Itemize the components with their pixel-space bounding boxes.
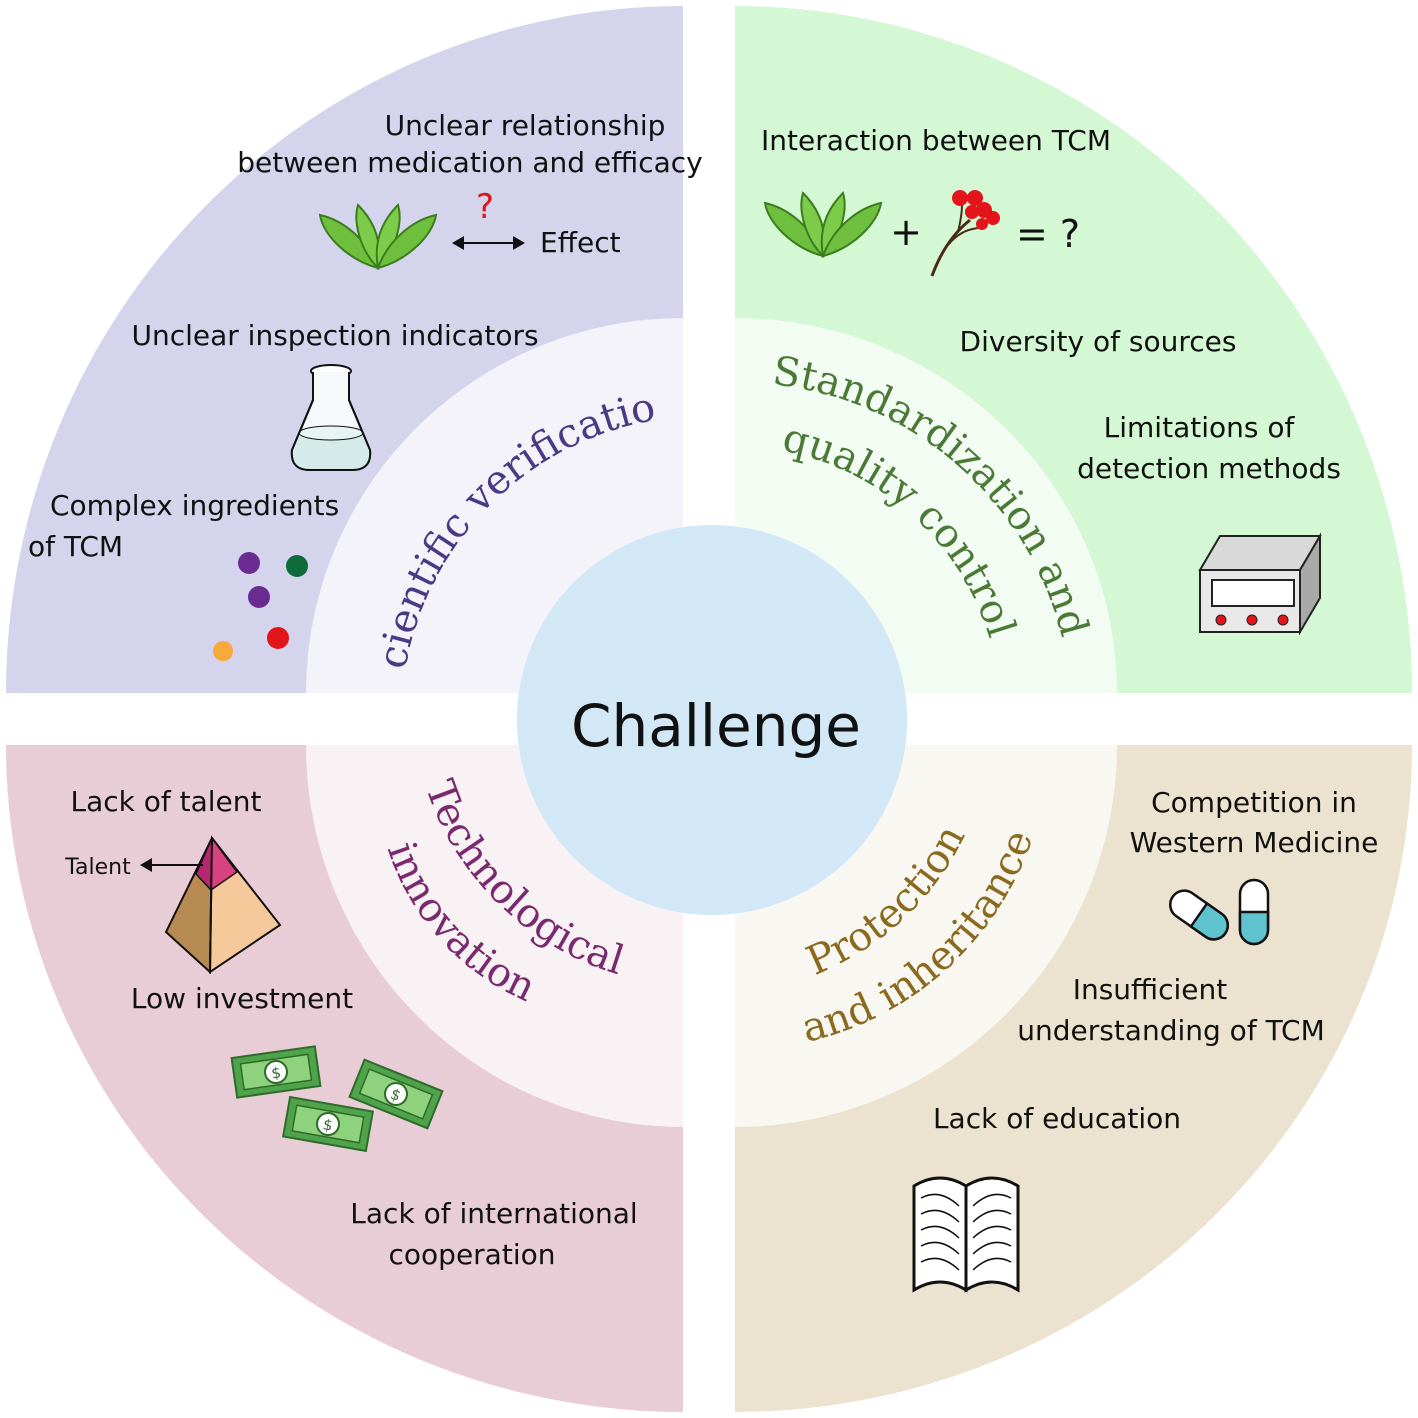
double-arrow-icon	[452, 236, 525, 250]
svg-text:$: $	[270, 1063, 282, 1082]
limitations-label-line1: Limitations of	[1104, 411, 1296, 444]
competition-label-line2: Western Medicine	[1130, 826, 1379, 859]
limitations-label-line2: detection methods	[1077, 452, 1341, 485]
diversity-label: Diversity of sources	[960, 325, 1237, 358]
book-icon	[912, 1176, 1020, 1293]
ingredients-label-line2: of TCM	[28, 530, 123, 563]
flask-icon	[290, 364, 372, 471]
money-icon: $ $ $	[230, 1045, 444, 1153]
equals-question: = ?	[1016, 212, 1080, 256]
interaction-label: Interaction between TCM	[761, 124, 1111, 157]
dots-icon	[213, 552, 308, 661]
center-title: Challenge	[571, 692, 861, 760]
svg-text:$: $	[322, 1115, 335, 1134]
capsule-icon	[1169, 878, 1270, 946]
understanding-label-line2: understanding of TCM	[1017, 1014, 1325, 1047]
leaves-icon	[763, 191, 883, 259]
detector-device-icon	[1198, 532, 1322, 636]
effect-label: Effect	[540, 226, 621, 259]
relationship-label-line2: between medication and efficacy	[237, 146, 703, 179]
inspection-label: Unclear inspection indicators	[131, 319, 538, 352]
education-label: Lack of education	[933, 1102, 1181, 1135]
ingredients-label-line1: Complex ingredients	[50, 489, 339, 522]
competition-label-line1: Competition in	[1151, 786, 1357, 819]
talent-arrow-icon	[140, 858, 203, 872]
relationship-label-line1: Unclear relationship	[385, 109, 666, 142]
investment-label: Low investment	[131, 982, 353, 1015]
talent-lack-label: Lack of talent	[70, 785, 261, 818]
pyramid-icon	[164, 835, 282, 975]
berry-branch-icon	[930, 190, 1000, 277]
center-circle	[517, 525, 907, 915]
leaves-icon	[318, 203, 438, 271]
talent-label: Talent	[64, 855, 131, 880]
cooperation-label-line2: cooperation	[389, 1238, 556, 1271]
understanding-label-line1: Insufficient	[1073, 973, 1228, 1006]
plus-sign: +	[890, 210, 922, 254]
question-mark: ?	[476, 187, 494, 227]
cooperation-label-line1: Lack of international	[350, 1197, 637, 1230]
